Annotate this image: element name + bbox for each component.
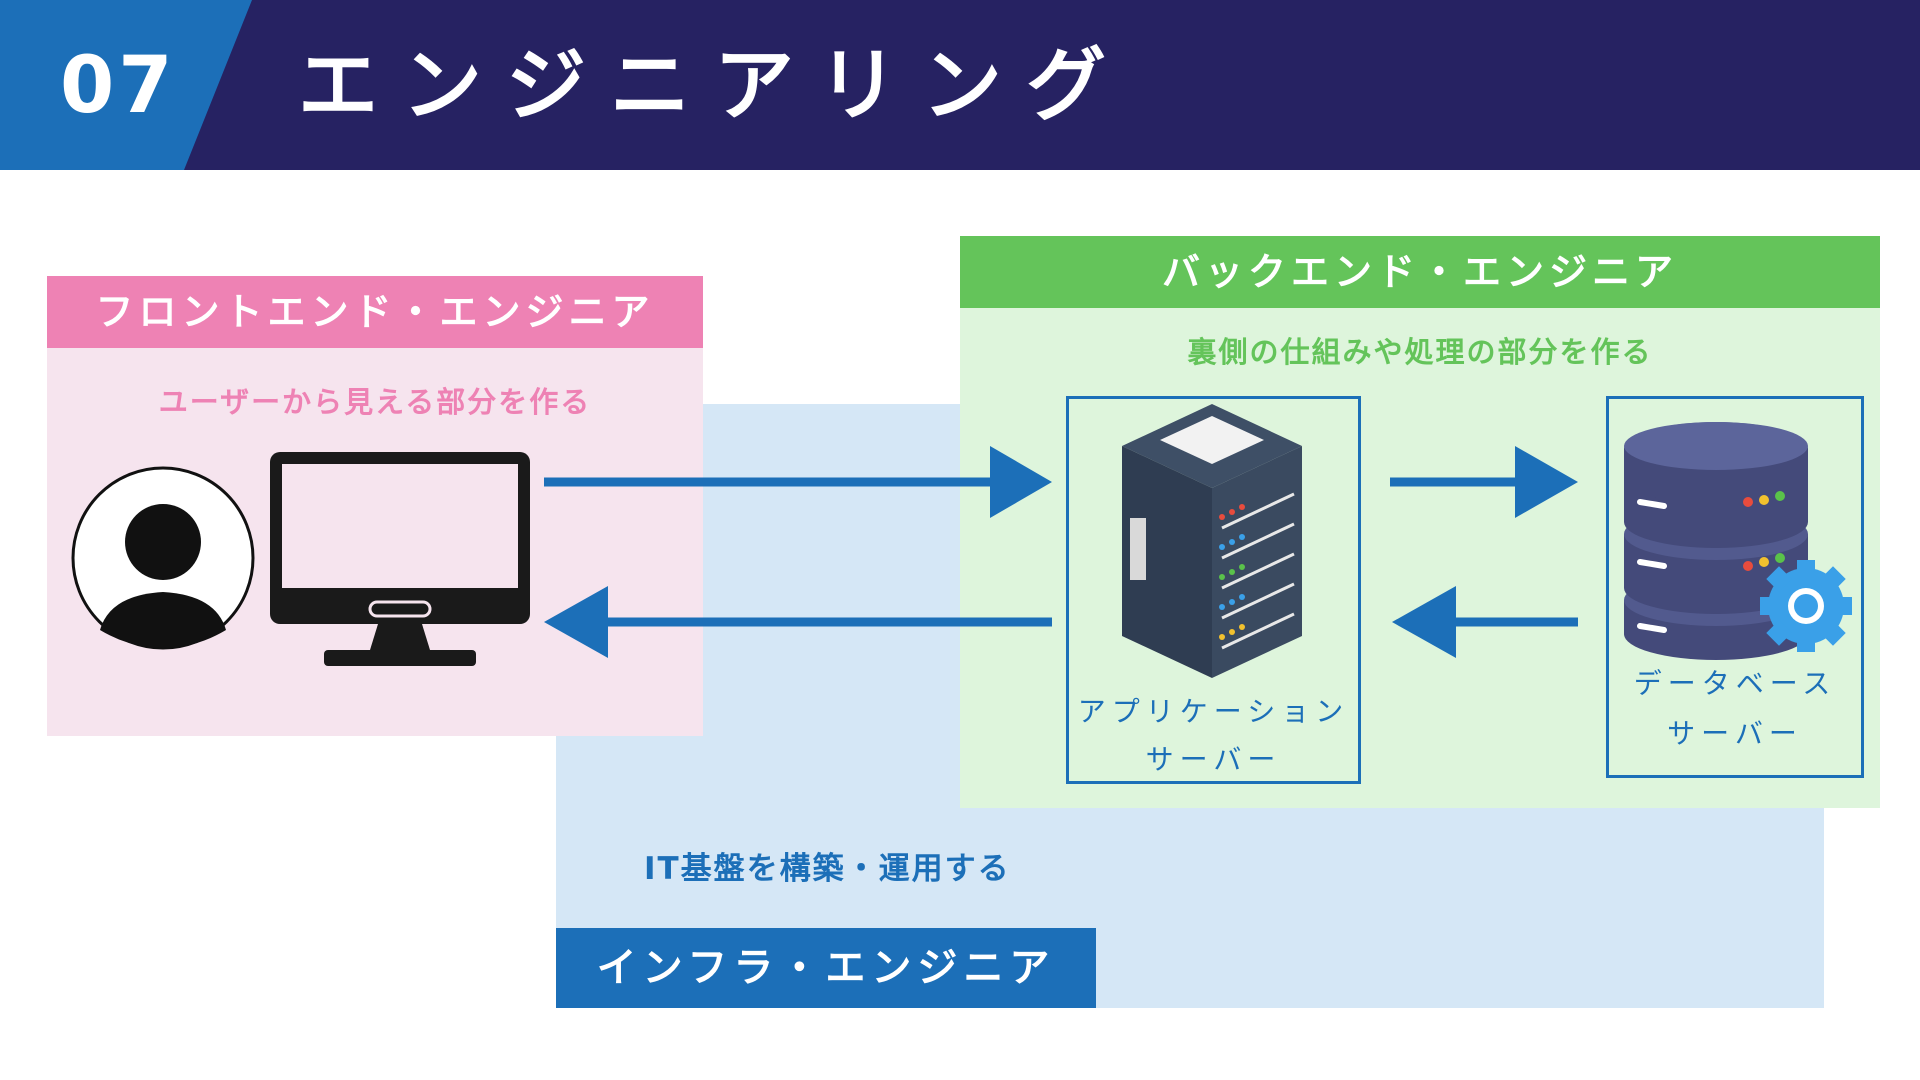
monitor-icon: [270, 452, 530, 666]
backend-engineer-label: バックエンド・エンジニア: [960, 236, 1880, 308]
app-server-label: アプリケーション: [1077, 695, 1350, 728]
backend-description: 裏側の仕組みや処理の部分を作る: [1187, 335, 1653, 369]
query-arrow: [1390, 446, 1578, 518]
frontend-engineer-label: フロントエンド・エンジニア: [47, 276, 703, 348]
section-number: 07: [60, 41, 177, 131]
frontend-description: ユーザーから見える部分を作る: [158, 385, 592, 419]
app-server-icon: [1122, 404, 1302, 678]
db-server-label-line2: サーバー: [1667, 717, 1803, 750]
result-arrow: [1392, 586, 1578, 658]
infra-engineer-label: インフラ・エンジニア: [556, 928, 1096, 1008]
gear-icon: [1760, 560, 1852, 652]
infra-description: IT基盤を構築・運用する: [644, 851, 1011, 887]
header-bar: [0, 0, 1920, 170]
app-server-label-line2: サーバー: [1145, 743, 1282, 776]
page-title: エンジニアリング: [298, 39, 1130, 132]
request-arrow: [544, 446, 1052, 518]
response-arrow: [544, 586, 1052, 658]
db-server-label: データベース: [1633, 667, 1837, 700]
database-server-icon: [1624, 422, 1852, 660]
user-icon: [71, 466, 255, 650]
